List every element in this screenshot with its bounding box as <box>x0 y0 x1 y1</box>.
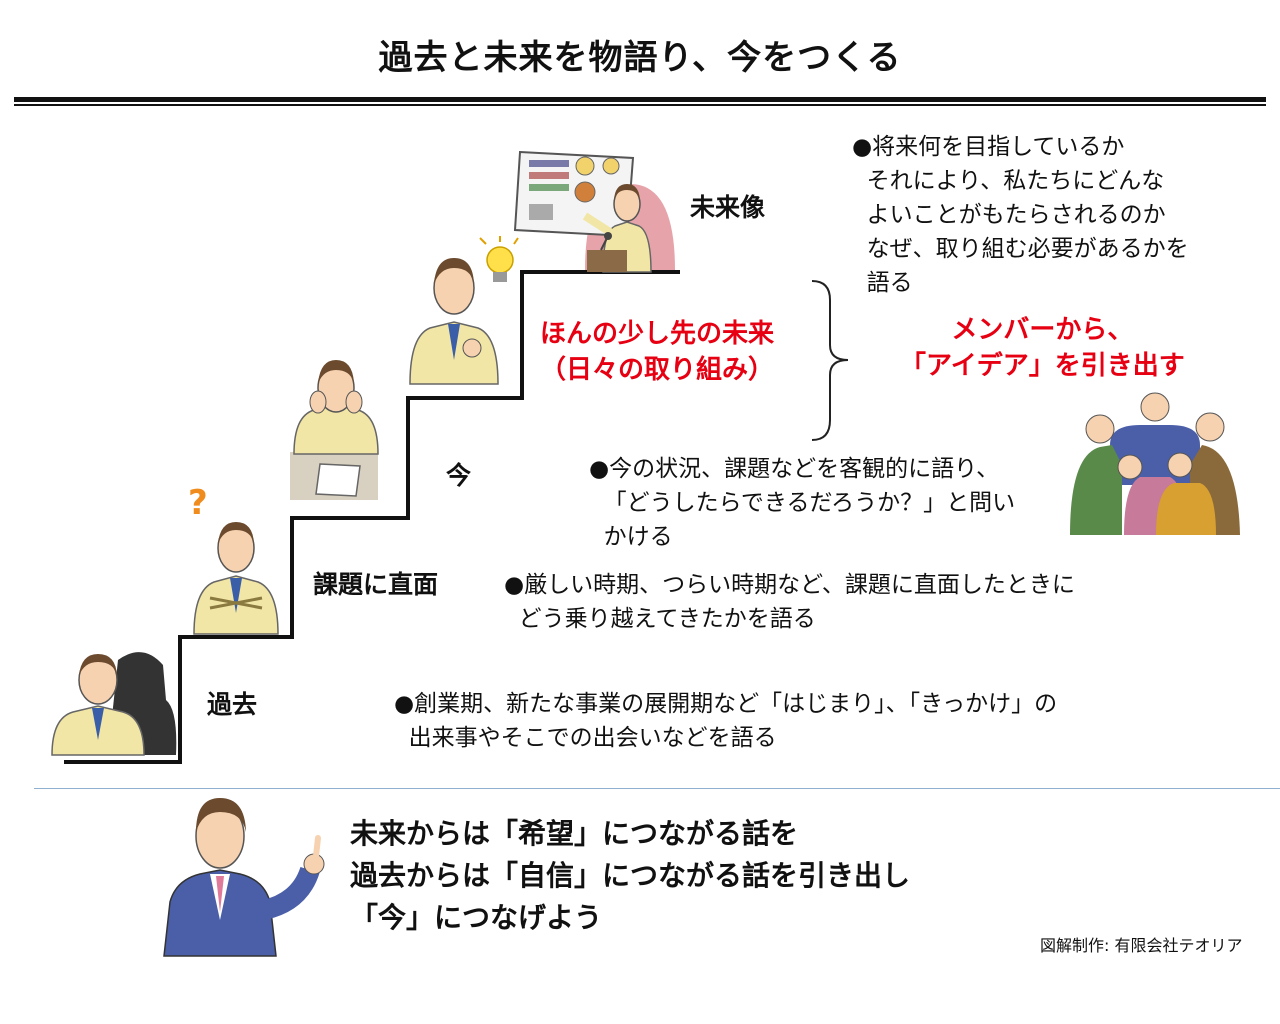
section-divider <box>34 788 1280 789</box>
member-ideas-text: メンバーから、 「アイデア」を引き出す <box>900 315 1185 381</box>
man-challenge-figure: ? <box>188 483 279 635</box>
credit-text: 図解制作: 有限会社テオリア <box>1040 936 1243 955</box>
desc-challenge: ●厳しい時期、つらい時期など、課題に直面したときに どう乗り越えてきたかを語る <box>504 572 1075 632</box>
presenter-figure <box>513 150 675 273</box>
title-rule-thick <box>14 97 1266 102</box>
label-now: 今 <box>446 461 472 490</box>
man-past-figure <box>51 652 177 756</box>
title-rule-thin <box>14 104 1266 106</box>
label-near-future: ほんの少し先の未来 （日々の取り組み） <box>540 319 775 385</box>
label-challenge: 課題に直面 <box>313 570 439 599</box>
microphone-icon <box>600 232 612 251</box>
label-future: 未来像 <box>690 193 766 222</box>
page-title: 過去と未来を物語り、今をつくる <box>378 38 902 78</box>
man-idea-figure <box>409 236 519 385</box>
team-group-figure <box>1070 392 1240 535</box>
desc-past: ●創業期、新たな事業の展開期など「はじまり」、「きっかけ」の 出来事やそこでの出… <box>394 691 1058 751</box>
pointing-man-figure <box>163 798 325 957</box>
bottom-message: 未来からは「希望」につながる話を 過去からは「自信」につながる話を引き出し 「今… <box>350 817 911 934</box>
label-past: 過去 <box>207 690 258 719</box>
desc-future: ●将来何を目指しているか それにより、私たちにどんな よいことがもたらされるのか… <box>852 134 1189 296</box>
desc-now: ●今の状況、課題などを客観的に語り、 「どうしたらできるだろうか？」と問い かけ… <box>589 456 1016 550</box>
man-now-figure <box>290 360 379 500</box>
question-mark-icon: ? <box>188 483 208 523</box>
light-bulb-icon <box>479 236 519 282</box>
